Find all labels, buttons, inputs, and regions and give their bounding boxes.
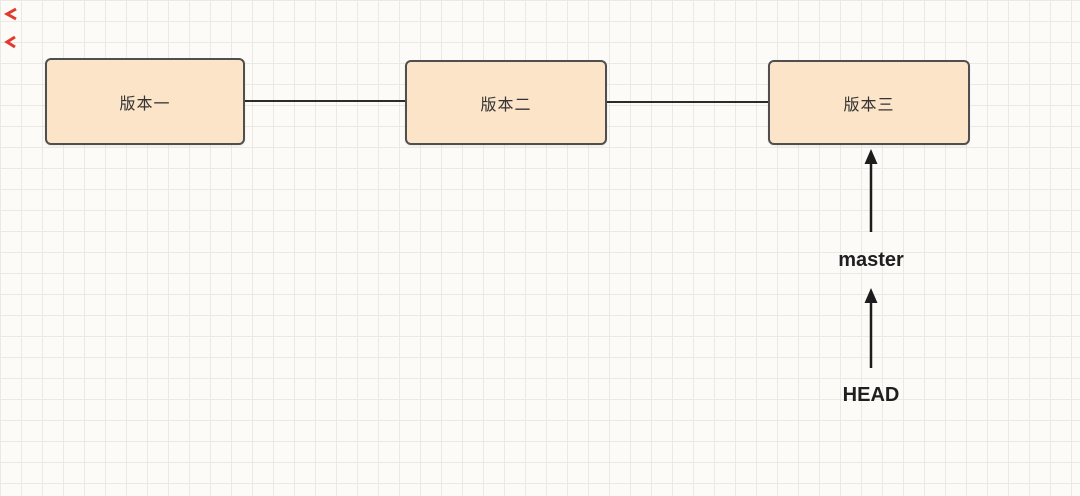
red-mark-icon [3, 7, 17, 21]
node-version-3-label: 版本三 [843, 96, 895, 114]
head-label: HEAD [842, 384, 900, 406]
node-version-1: 版本一 [45, 58, 245, 145]
master-arrowhead-icon [864, 149, 878, 164]
red-mark-icon [4, 35, 16, 49]
master-label: master [838, 249, 904, 271]
node-version-1-label: 版本一 [119, 95, 171, 113]
node-version-2-label: 版本二 [480, 96, 532, 114]
head-arrowhead-icon [864, 288, 878, 303]
node-version-2: 版本二 [405, 60, 607, 145]
node-version-3: 版本三 [768, 60, 970, 145]
